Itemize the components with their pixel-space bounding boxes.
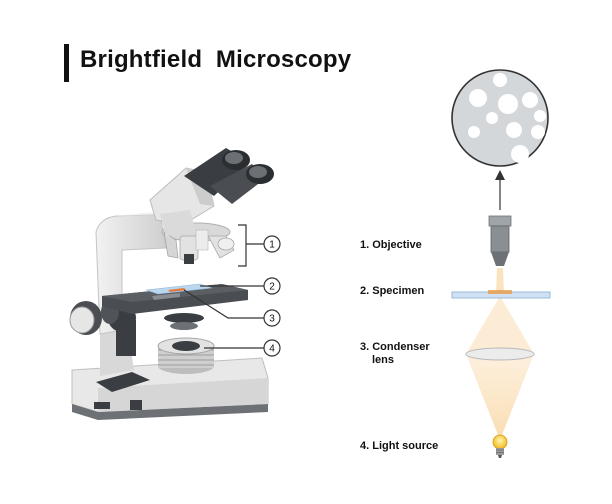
light-beam-lower [466, 354, 534, 440]
light-beam-upper [466, 296, 534, 354]
label-condenser-line1: 3. Condenser [360, 341, 430, 353]
label-objective: 1. Objective [360, 239, 422, 251]
light-bulb-icon [492, 434, 508, 458]
label-condenser-line2: lens [372, 354, 395, 366]
objective-lens-icon [488, 215, 512, 266]
svg-text:2: 2 [269, 282, 275, 293]
condenser-lens-icon [465, 347, 535, 361]
callout-marker-2: 2 [263, 277, 281, 295]
svg-text:4: 4 [269, 344, 275, 355]
callout-line-3 [183, 289, 264, 319]
page-title: Brightfield Microscopy [80, 46, 352, 73]
light-beam-top [496, 268, 504, 296]
field-of-view-circle [451, 69, 549, 167]
callout-marker-3: 3 [263, 309, 281, 327]
callout-bracket-objectives [238, 224, 264, 267]
label-light-source: 4. Light source [360, 440, 439, 452]
svg-text:1: 1 [269, 240, 275, 251]
title-accent-bar [64, 44, 69, 82]
slide-icon [451, 290, 551, 299]
callout-marker-1: 1 [263, 235, 281, 253]
arrow-up-icon [495, 170, 505, 210]
svg-text:3: 3 [269, 314, 275, 325]
microscope-illustration [69, 148, 274, 420]
label-specimen: 2. Specimen [360, 285, 425, 297]
callout-marker-4: 4 [263, 339, 281, 357]
